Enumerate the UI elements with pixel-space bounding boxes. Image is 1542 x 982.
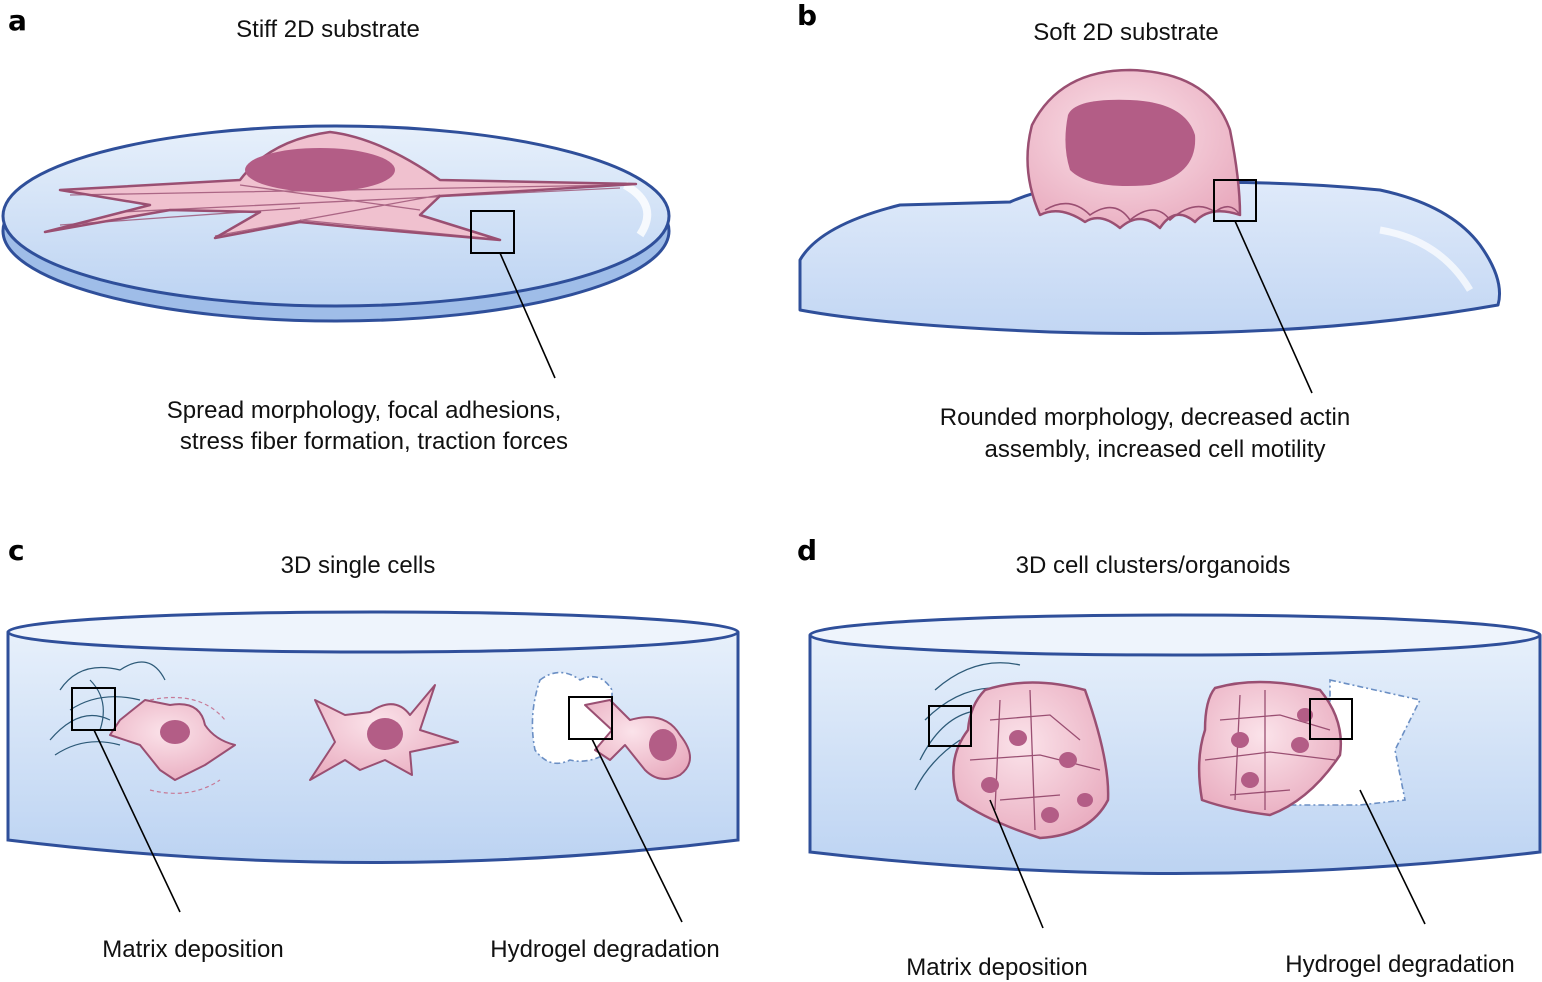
spread-cell — [43, 130, 638, 242]
leader-line-b — [1234, 220, 1313, 394]
panel-d-label-hydrogel: Hydrogel degradation — [1285, 951, 1515, 978]
nucleus — [367, 718, 403, 750]
nucleus — [649, 729, 677, 761]
nucleus — [1065, 99, 1196, 186]
leader-line-d-right — [1359, 789, 1426, 925]
leader-line-d-left — [989, 799, 1044, 929]
organoid-right — [1197, 679, 1422, 817]
panel-d-title: 3D cell clusters/organoids — [1016, 552, 1291, 579]
panel-d-label-matrix: Matrix deposition — [906, 954, 1087, 981]
panel-b-caption-line1: Rounded morphology, decreased actin — [940, 404, 1350, 431]
hydrogel-cylinder-d — [808, 613, 1542, 875]
nucleus — [245, 148, 395, 192]
panel-a: a Stiff 2D substrate Spread morphology, … — [1, 4, 671, 455]
organoid-left — [914, 662, 1110, 840]
zoom-box-c-left — [71, 687, 116, 731]
panel-letter-b: b — [797, 0, 817, 32]
panel-b-title: Soft 2D substrate — [1033, 19, 1218, 46]
panel-letter-d: d — [797, 534, 817, 567]
panel-c-label-hydrogel: Hydrogel degradation — [490, 936, 720, 963]
matrix-depositing-cell — [49, 661, 236, 794]
nucleus — [160, 720, 190, 744]
panel-d: d 3D cell clusters/organoids — [797, 534, 1542, 981]
zoom-box-c-right — [568, 696, 613, 740]
panel-c-title: 3D single cells — [281, 552, 436, 579]
panel-a-caption-line2: stress fiber formation, traction forces — [180, 428, 568, 455]
single-cell-middle — [309, 684, 459, 781]
leader-line-a — [499, 252, 556, 379]
panel-b: b Soft 2D substrate Rounded morphology, … — [797, 0, 1502, 463]
panel-a-title: Stiff 2D substrate — [236, 16, 420, 43]
leader-line-c-right — [591, 738, 683, 923]
panel-letter-a: a — [8, 4, 27, 37]
panel-c: c 3D single cells Matrix deposition Hy — [6, 534, 740, 963]
panel-letter-c: c — [8, 534, 25, 567]
panel-b-caption-line2: assembly, increased cell motility — [984, 436, 1325, 463]
leader-line-c-left — [93, 729, 181, 913]
panel-a-caption-line1: Spread morphology, focal adhesions, — [167, 397, 561, 424]
zoom-box-d-left — [928, 705, 972, 747]
zoom-box-a — [470, 210, 515, 254]
rounded-cell — [1026, 68, 1242, 230]
panel-c-label-matrix: Matrix deposition — [102, 936, 283, 963]
zoom-box-d-right — [1309, 698, 1353, 740]
